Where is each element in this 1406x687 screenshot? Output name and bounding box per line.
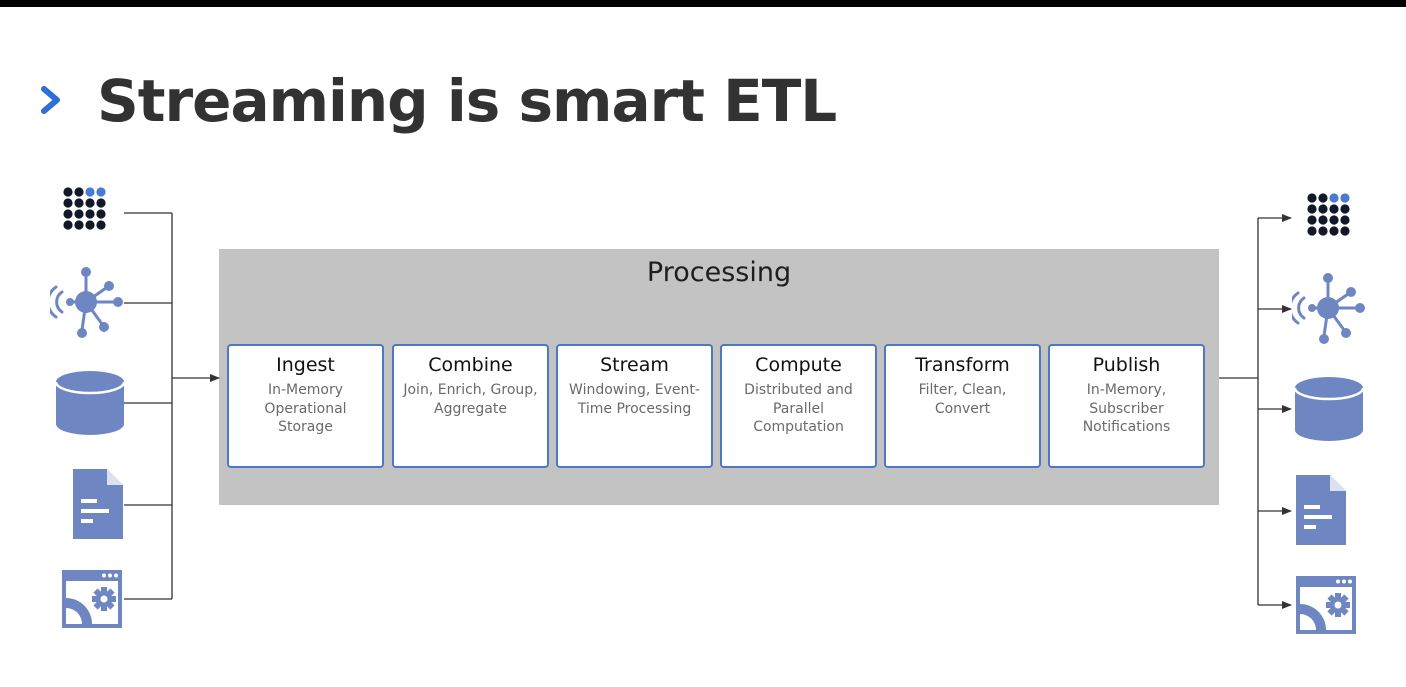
dot-grid-icon bbox=[63, 187, 106, 230]
stage-description: Filter, Clean, Convert bbox=[918, 382, 1007, 417]
stage-name: Transform bbox=[915, 354, 1010, 376]
stage-description: In-Memory Operational Storage bbox=[264, 382, 347, 435]
stage-name: Ingest bbox=[276, 354, 335, 376]
iot-hub-icon bbox=[50, 267, 123, 338]
stage-publish: Publish In-Memory, Subscriber Notificati… bbox=[1048, 344, 1205, 468]
document-icon bbox=[1296, 475, 1346, 545]
app-settings-icon bbox=[1296, 576, 1356, 634]
top-bar bbox=[0, 0, 1406, 7]
stage-name: Combine bbox=[428, 354, 513, 376]
stage-description: Join, Enrich, Group, Aggregate bbox=[403, 382, 538, 417]
database-icon bbox=[1293, 377, 1365, 441]
iot-hub-icon bbox=[1292, 273, 1365, 344]
stage-ingest: Ingest In-Memory Operational Storage bbox=[227, 344, 384, 468]
stage-description: Windowing, Event-Time Processing bbox=[569, 382, 700, 417]
document-icon bbox=[73, 469, 123, 539]
stage-name: Stream bbox=[600, 354, 669, 376]
stage-name: Compute bbox=[755, 354, 842, 376]
slide-title: Streaming is smart ETL bbox=[97, 67, 837, 135]
chevron-right-icon bbox=[41, 86, 60, 114]
database-icon bbox=[54, 371, 126, 435]
stage-compute: Compute Distributed and Parallel Computa… bbox=[720, 344, 877, 468]
stage-description: In-Memory, Subscriber Notifications bbox=[1082, 382, 1171, 435]
dot-grid-icon bbox=[1307, 193, 1350, 236]
stage-description: Distributed and Parallel Computation bbox=[744, 382, 853, 435]
processing-label: Processing bbox=[646, 257, 792, 288]
app-settings-icon bbox=[62, 570, 122, 628]
stage-stream: Stream Windowing, Event-Time Processing bbox=[556, 344, 713, 468]
stage-name: Publish bbox=[1092, 354, 1161, 376]
stage-transform: Transform Filter, Clean, Convert bbox=[884, 344, 1041, 468]
stage-combine: Combine Join, Enrich, Group, Aggregate bbox=[392, 344, 549, 468]
